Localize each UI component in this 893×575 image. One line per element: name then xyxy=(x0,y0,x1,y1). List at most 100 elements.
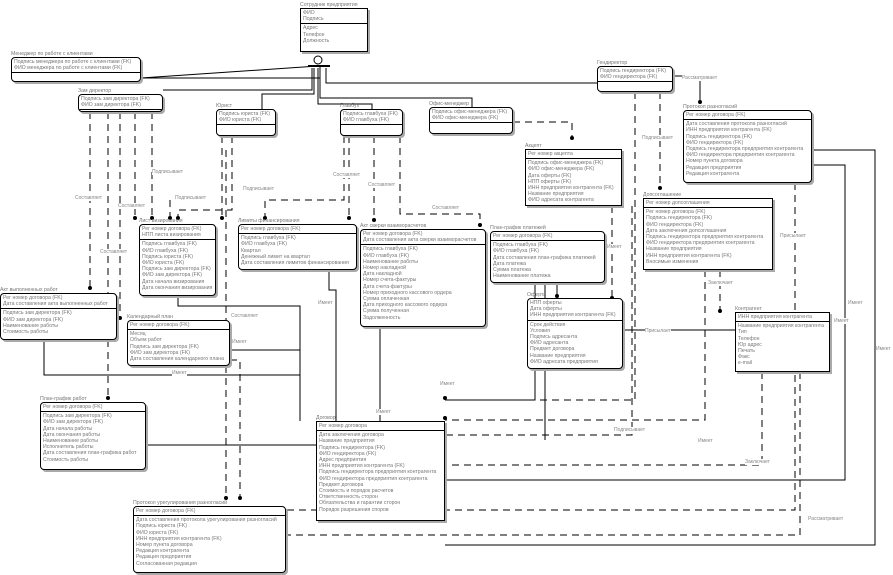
attribute: Дата заключения договора xyxy=(319,432,384,439)
attribute: ФИО гендиректора (FK) xyxy=(646,221,704,228)
attribute: Подпись гендиректора предприятия контраг… xyxy=(686,146,804,153)
relationship-line xyxy=(230,359,241,500)
attribute-section: Дата составления протокола урегулировани… xyxy=(134,516,285,568)
relationship-label: Имеет xyxy=(440,381,455,387)
relationship-label: Составляет xyxy=(118,203,145,209)
attribute: Печать xyxy=(738,348,755,355)
attribute: Стоимость работы xyxy=(3,329,49,336)
attribute: Дата составления план-графика работ xyxy=(43,450,137,457)
attribute: ФИО главбуха (FK) xyxy=(493,248,539,255)
relationship-line xyxy=(177,296,301,421)
attribute-section xyxy=(598,82,672,84)
key-attribute: Рег номер договора (FK) xyxy=(241,226,301,232)
attribute: ФИО главбуха (FK) xyxy=(241,241,287,248)
cardinality-dot-icon xyxy=(443,396,447,400)
key-attribute: Подпись главбуха (FK) xyxy=(343,111,398,117)
key-attribute: Подпись зам директора (FK) xyxy=(81,96,150,102)
attribute: Подпись юриста (FK) xyxy=(142,253,193,260)
entity-box: Подпись офис-менеджера (FK)ФИО офис-мене… xyxy=(429,107,513,134)
relationship-line xyxy=(43,340,300,376)
attribute: Квартал xyxy=(241,247,261,254)
cardinality-dot-icon xyxy=(443,416,447,420)
attribute: Дата составления календарного плана xyxy=(130,356,224,363)
attribute-section: Подпись главбуха (FK)ФИО главбуха (FK)По… xyxy=(140,240,215,292)
key-attribute: ФИО менеджера по работе с клиентами (FK) xyxy=(14,65,123,72)
attribute: Обязательства и гарантии сторон xyxy=(319,500,401,507)
entity-box: Подпись гендиректора (FK)ФИО гендиректор… xyxy=(597,66,673,92)
primary-key-section: Рег номер договора (FK)Дата составления … xyxy=(1,294,116,310)
primary-key-section: Рег номер договора (FK) xyxy=(239,225,356,235)
attribute: Дата накладной xyxy=(363,271,402,278)
attribute: Сумма полученная xyxy=(363,308,409,315)
key-attribute: ФИО зам директора (FK) xyxy=(81,102,141,109)
cardinality-dot-icon xyxy=(478,223,482,227)
attribute: НПП оферты (FK) xyxy=(528,178,572,185)
relationship-label: Имеет xyxy=(834,318,849,324)
primary-key-section: Рег номер договора (FK) xyxy=(684,111,811,121)
key-attribute: Рег номер договора (FK) xyxy=(130,322,190,328)
attribute: Подпись зам директора (FK) xyxy=(43,413,112,420)
primary-key-section: Рег номер договора (FK)Дата составления … xyxy=(361,230,485,246)
entity-title: Оферта xyxy=(527,292,547,298)
attribute: Денежный лимит на квартал xyxy=(241,253,310,260)
attribute: Наименование работы xyxy=(43,438,99,445)
key-attribute: Рег номер договора (FK) xyxy=(43,404,103,410)
attribute: ФИО гендиректора предприятия контрагента xyxy=(319,475,428,482)
relationship-label: Имеет xyxy=(318,300,333,306)
relationship-label: Составляет xyxy=(333,172,360,178)
cardinality-dot-icon xyxy=(133,216,137,220)
key-attribute: Рег номер договора (FK) xyxy=(493,233,553,239)
attribute: ФИО юриста (FK) xyxy=(136,529,179,536)
attribute: Дата начала работы xyxy=(43,425,93,432)
attribute: Исполнитель работы xyxy=(43,444,94,451)
relationship-label: Заключает xyxy=(708,280,733,286)
primary-key-section: Рег номер акцепта xyxy=(526,150,621,160)
relationship-line xyxy=(399,136,481,227)
attribute: ИНН предприятия контрагента (FK) xyxy=(646,252,732,259)
cardinality-dot-icon xyxy=(263,216,267,220)
relationship-label: Подписывает xyxy=(175,195,207,201)
attribute: ФИО зам директора (FK) xyxy=(43,419,103,426)
key-attribute: Дата составления акта сверки взаиморасче… xyxy=(363,237,477,244)
key-attribute: ФИО главбуха (FK) xyxy=(343,117,389,124)
attribute: ФИО офис-менеджера (FK) xyxy=(528,166,595,173)
attribute: ФИО гендиректора предприятия контрагента xyxy=(686,152,795,159)
relationship-label: Подписывает xyxy=(614,427,646,433)
attribute: Подпись гендиректора (FK) xyxy=(646,215,713,222)
relationship-label: Составляет xyxy=(75,195,102,201)
relationship-label: Составляет xyxy=(432,205,459,211)
attribute: Наименование работы xyxy=(3,322,59,329)
attribute: Телефон xyxy=(303,31,325,38)
attribute: Редакция контрагента xyxy=(686,170,740,177)
relationship-line xyxy=(513,121,573,140)
key-attribute: Дата составления акта выполненных работ xyxy=(3,301,108,308)
attribute: Наименование платежа xyxy=(493,273,551,280)
key-attribute: Подпись менеджера по работе с клиентами … xyxy=(14,59,132,65)
